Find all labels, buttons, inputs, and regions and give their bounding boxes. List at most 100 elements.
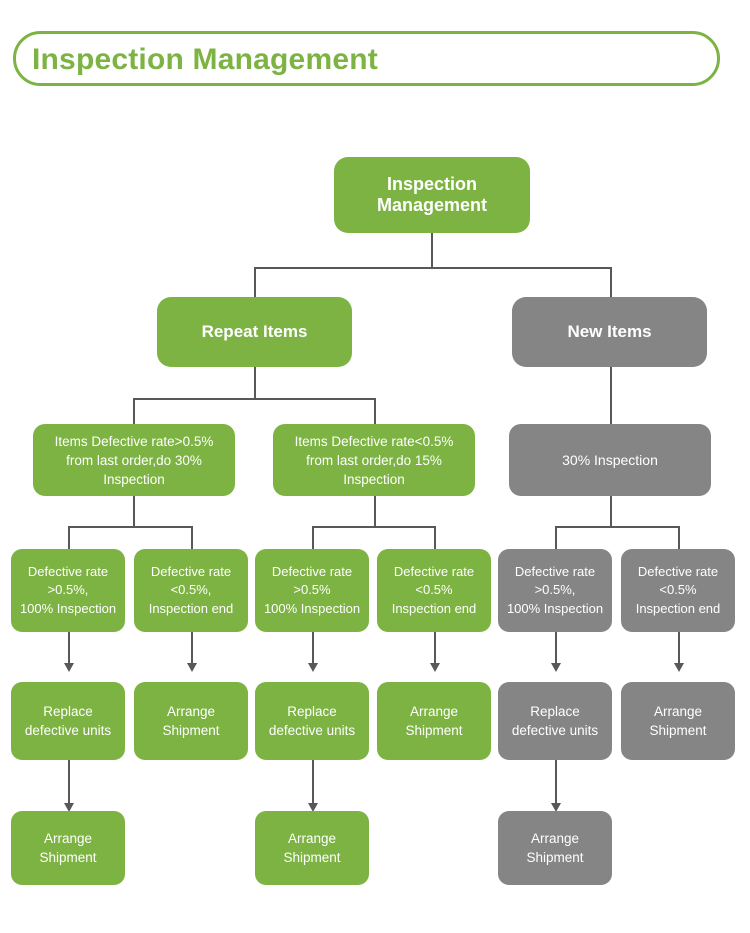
connector-l4a-left-down xyxy=(68,526,70,549)
node-repeat-low-defect-rate[interactable]: Items Defective rate<0.5% from last orde… xyxy=(273,424,475,496)
connector-repeat-stem xyxy=(254,367,256,399)
node-label-line2: from last order,do 30% xyxy=(66,452,202,468)
node-label-line2: from last order,do 15% xyxy=(306,452,442,468)
node-label-line1: Arrange xyxy=(287,831,337,846)
node-arrange-shipment-final-1[interactable]: Arrange Shipment xyxy=(11,811,125,885)
connector-n30-stem xyxy=(610,496,612,527)
node-label-line2: >0.5%, xyxy=(47,582,89,598)
node-label-line3: 100% Inspection xyxy=(506,600,604,616)
node-repeat-hi-result-high[interactable]: Defective rate >0.5%, 100% Inspection xyxy=(11,549,125,632)
node-repeat-lo-result-high[interactable]: Defective rate >0.5% 100% Inspection xyxy=(255,549,369,632)
node-label-line2: defective units xyxy=(511,723,599,738)
connector-level4-bar-c xyxy=(555,526,679,528)
node-repeat-hi-result-low[interactable]: Defective rate <0.5%, Inspection end xyxy=(134,549,248,632)
node-label-line1: Arrange xyxy=(530,831,580,846)
node-replace-defective-units-3[interactable]: Replace defective units xyxy=(498,682,612,760)
node-label: Items Defective rate>0.5% from last orde… xyxy=(36,432,232,489)
connector-level3-bar-left xyxy=(133,398,375,400)
node-label-line1: Items Defective rate>0.5% xyxy=(54,433,214,449)
node-label: Defective rate >0.5%, 100% Inspection xyxy=(501,563,609,619)
node-label: Arrange Shipment xyxy=(380,702,488,740)
node-label: Repeat Items xyxy=(201,322,308,341)
connector-l4c-left-down xyxy=(555,526,557,549)
node-label: Defective rate >0.5% 100% Inspection xyxy=(258,563,366,619)
node-label: New Items xyxy=(567,322,652,341)
node-label-line2: Shipment xyxy=(405,723,463,738)
node-label-line3: Inspection end xyxy=(148,600,234,616)
connector-repeat-hi-down xyxy=(133,398,135,425)
node-new-30-percent-inspection[interactable]: 30% Inspection xyxy=(509,424,711,496)
node-label-line3: Inspection xyxy=(343,471,405,487)
connector-l4b-right-down xyxy=(434,526,436,549)
node-label-line1: Defective rate xyxy=(150,563,232,579)
node-replace-defective-units-1[interactable]: Replace defective units xyxy=(11,682,125,760)
node-label-line1: Inspection xyxy=(386,174,477,194)
node-label: Arrange Shipment xyxy=(14,829,122,867)
node-replace-defective-units-2[interactable]: Replace defective units xyxy=(255,682,369,760)
node-label-line1: Defective rate xyxy=(514,563,596,579)
node-label: Defective rate <0.5% Inspection end xyxy=(380,563,488,619)
node-label-line2: Shipment xyxy=(526,850,584,865)
node-label-line1: Defective rate xyxy=(637,563,719,579)
node-label: Defective rate >0.5%, 100% Inspection xyxy=(14,563,122,619)
node-label-line1: Arrange xyxy=(166,704,216,719)
node-label-line2: <0.5% xyxy=(415,582,453,598)
node-label: Arrange Shipment xyxy=(501,829,609,867)
node-label: Items Defective rate<0.5% from last orde… xyxy=(276,432,472,489)
connector-rlo-stem xyxy=(374,496,376,527)
node-label-line1: Replace xyxy=(287,704,337,719)
node-label-line3: Inspection end xyxy=(635,600,721,616)
node-label: Replace defective units xyxy=(501,702,609,740)
node-arrange-shipment-final-3[interactable]: Arrange Shipment xyxy=(498,811,612,885)
connector-l4b-left-down xyxy=(312,526,314,549)
connector-level4-bar-a xyxy=(68,526,192,528)
node-label-line2: defective units xyxy=(268,723,356,738)
connector-level4-bar-b xyxy=(312,526,435,528)
connector-repeat-down xyxy=(254,267,256,299)
node-label-line2: <0.5% xyxy=(659,582,697,598)
connector-new-down xyxy=(610,267,612,299)
node-label: Defective rate <0.5%, Inspection end xyxy=(137,563,245,619)
node-repeat-high-defect-rate[interactable]: Items Defective rate>0.5% from last orde… xyxy=(33,424,235,496)
node-label: Arrange Shipment xyxy=(258,829,366,867)
node-arrange-shipment-final-2[interactable]: Arrange Shipment xyxy=(255,811,369,885)
connector-repeat-lo-down xyxy=(374,398,376,425)
node-label: Inspection Management xyxy=(337,174,527,216)
node-label: Replace defective units xyxy=(14,702,122,740)
node-label-line3: 100% Inspection xyxy=(263,600,361,616)
node-label-line2: Shipment xyxy=(162,723,220,738)
node-label-line2: Shipment xyxy=(39,850,97,865)
node-label-line3: 100% Inspection xyxy=(19,600,117,616)
node-label-line2: defective units xyxy=(24,723,112,738)
node-label-line1: Arrange xyxy=(653,704,703,719)
connector-l4a-right-down xyxy=(191,526,193,549)
node-new-result-low[interactable]: Defective rate <0.5% Inspection end xyxy=(621,549,735,632)
node-arrange-shipment-3[interactable]: Arrange Shipment xyxy=(621,682,735,760)
node-label: Defective rate <0.5% Inspection end xyxy=(624,563,732,619)
node-repeat-items[interactable]: Repeat Items xyxy=(157,297,352,367)
header-banner xyxy=(13,31,720,86)
node-label-line1: Defective rate xyxy=(393,563,475,579)
page-title: Inspection Management xyxy=(32,43,378,76)
node-label-line1: Replace xyxy=(43,704,93,719)
node-arrange-shipment-2[interactable]: Arrange Shipment xyxy=(377,682,491,760)
node-label-line2: >0.5% xyxy=(293,582,331,598)
node-label-line1: Items Defective rate<0.5% xyxy=(294,433,454,449)
node-label-line1: Replace xyxy=(530,704,580,719)
node-label-line1: Arrange xyxy=(409,704,459,719)
node-label-line2: Shipment xyxy=(283,850,341,865)
node-new-items[interactable]: New Items xyxy=(512,297,707,367)
node-repeat-lo-result-low[interactable]: Defective rate <0.5% Inspection end xyxy=(377,549,491,632)
node-new-result-high[interactable]: Defective rate >0.5%, 100% Inspection xyxy=(498,549,612,632)
node-label-line3: Inspection xyxy=(103,471,165,487)
node-label-line1: Arrange xyxy=(43,831,93,846)
connector-l4c-right-down xyxy=(678,526,680,549)
node-label: Arrange Shipment xyxy=(624,702,732,740)
node-inspection-management[interactable]: Inspection Management xyxy=(334,157,530,233)
node-label: Arrange Shipment xyxy=(137,702,245,740)
node-arrange-shipment-1[interactable]: Arrange Shipment xyxy=(134,682,248,760)
node-label-line2: <0.5%, xyxy=(170,582,212,598)
connector-level2-bar xyxy=(254,267,612,269)
node-label-line2: Shipment xyxy=(649,723,707,738)
